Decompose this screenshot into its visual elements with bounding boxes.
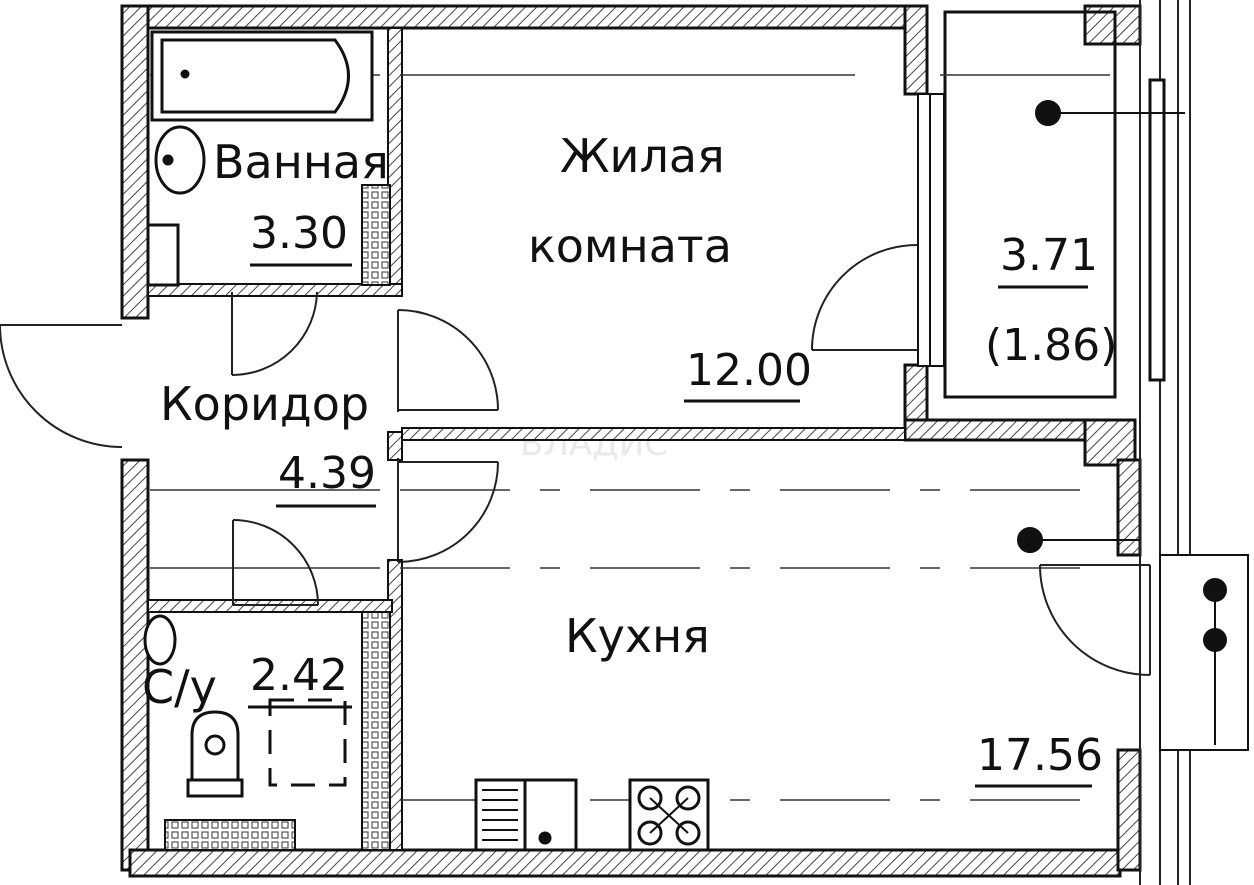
vent-shafts: [164, 184, 391, 851]
loggia-area-reduced: (1.86): [985, 320, 1117, 371]
kitchen-area: 17.56: [977, 730, 1103, 781]
living-room-area: 12.00: [686, 345, 812, 396]
bathroom-name: Ванная: [213, 135, 389, 189]
kitchen-name: Кухня: [565, 609, 710, 663]
outer-walls: [120, 4, 1142, 878]
corridor-name: Коридор: [160, 377, 369, 431]
wc-name: С/у: [142, 660, 217, 714]
loggia-area: 3.71: [1000, 230, 1098, 281]
wc-sink: [143, 614, 177, 666]
bath-sink: [154, 125, 206, 195]
corridor-area: 4.39: [278, 448, 376, 499]
fixtures: [143, 30, 710, 852]
doors: [0, 243, 1151, 676]
partitions: [147, 27, 945, 851]
bathroom-area: 3.30: [250, 208, 348, 259]
living-room-name-line2: комната: [528, 219, 732, 273]
living-room-name-line1: Жилая: [560, 129, 725, 183]
heating-risers: [1017, 100, 1249, 751]
wc-area: 2.42: [250, 650, 348, 701]
